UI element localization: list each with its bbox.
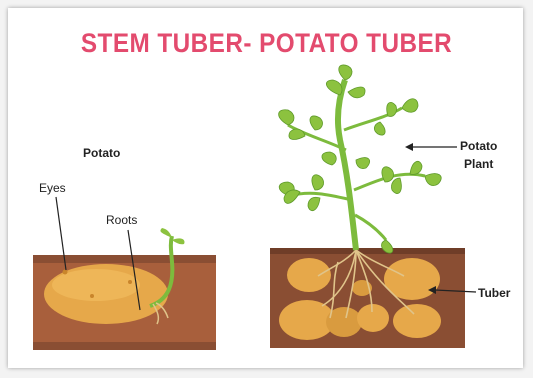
left-potato	[44, 264, 168, 324]
potato-eye	[63, 270, 68, 275]
potato-eye	[128, 280, 132, 284]
right-leaves	[279, 65, 442, 253]
potato-plant-label-line1: Potato	[460, 139, 497, 153]
tuber-label: Tuber	[478, 286, 510, 300]
potato-plant-label-line2: Plant	[464, 157, 493, 171]
potato-plant-arrow	[405, 143, 457, 151]
roots-label: Roots	[106, 213, 137, 227]
potato-label: Potato	[83, 146, 120, 160]
potato-eye	[90, 294, 94, 298]
eyes-label: Eyes	[39, 181, 66, 195]
